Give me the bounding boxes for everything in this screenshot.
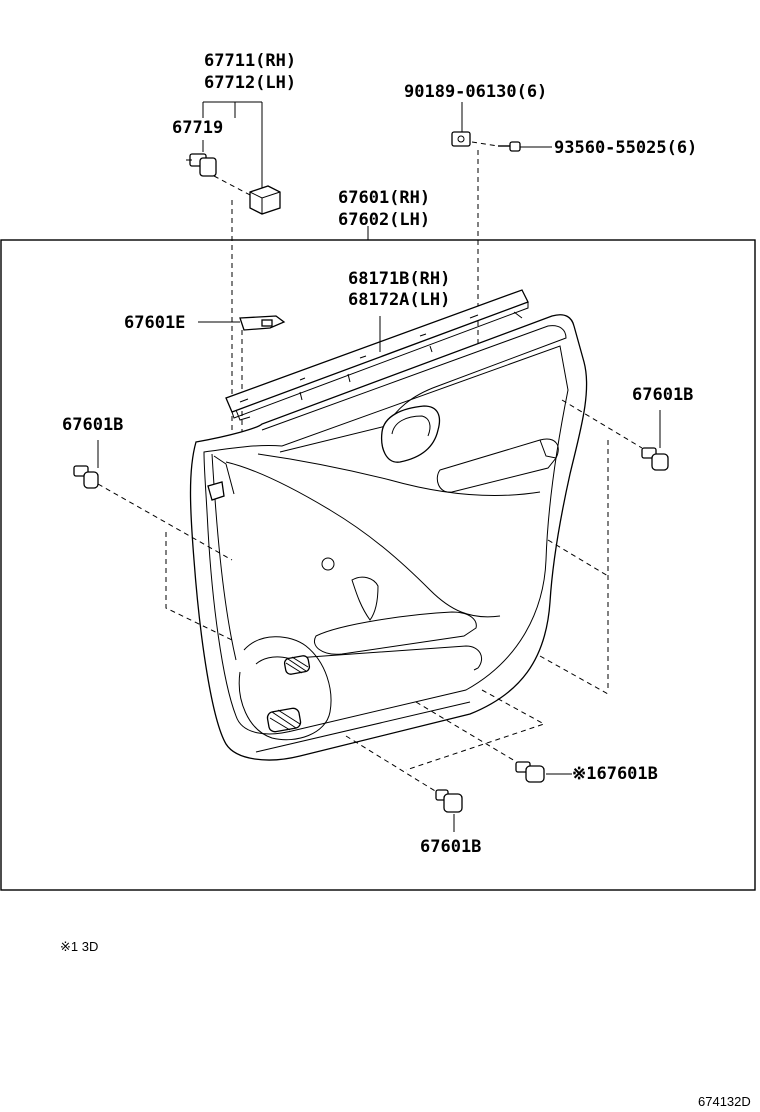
clip-leader-lines	[97, 399, 643, 795]
label-93560: 93560-55025(6)	[554, 138, 697, 158]
footnote: ※1 3D	[60, 939, 98, 954]
clip-67601b-bottom	[435, 789, 463, 813]
assembly-frame	[0, 239, 756, 891]
label-67602-lh: 67602(LH)	[338, 210, 430, 230]
label-67711: 67711(RH)	[204, 51, 296, 71]
label-67601b-right: 67601B	[632, 385, 693, 405]
switch-base-part	[249, 185, 281, 215]
clip-67719-part	[186, 153, 217, 177]
label-67601e: 67601E	[124, 313, 185, 333]
clip-67601e-part	[239, 315, 286, 331]
label-67719: 67719	[172, 118, 223, 138]
door-trim-panel	[189, 314, 588, 761]
clip-67601b-right	[641, 447, 669, 471]
screw-93560-part	[498, 141, 521, 152]
label-67601b-bottom: 67601B	[420, 837, 481, 857]
label-67601b-left: 67601B	[62, 415, 123, 435]
label-90189: 90189-06130(6)	[404, 82, 547, 102]
diagram-code: 674132D	[698, 1094, 751, 1109]
clip-67601b-bottom-right	[515, 761, 545, 783]
clip-67601b-left	[73, 465, 99, 489]
nut-90189-part	[451, 131, 471, 147]
label-67601b-bottom-right: ※167601B	[572, 764, 658, 784]
switch-base-leader	[202, 101, 263, 190]
label-67712: 67712(LH)	[204, 73, 296, 93]
speaker-grille-top	[285, 656, 309, 674]
label-68171b: 68171B(RH)	[348, 269, 450, 289]
speaker-grille-bottom	[269, 709, 301, 731]
label-68172a: 68172A(LH)	[348, 290, 450, 310]
belt-weatherstrip-part	[225, 289, 529, 421]
label-67601-rh: 67601(RH)	[338, 188, 430, 208]
